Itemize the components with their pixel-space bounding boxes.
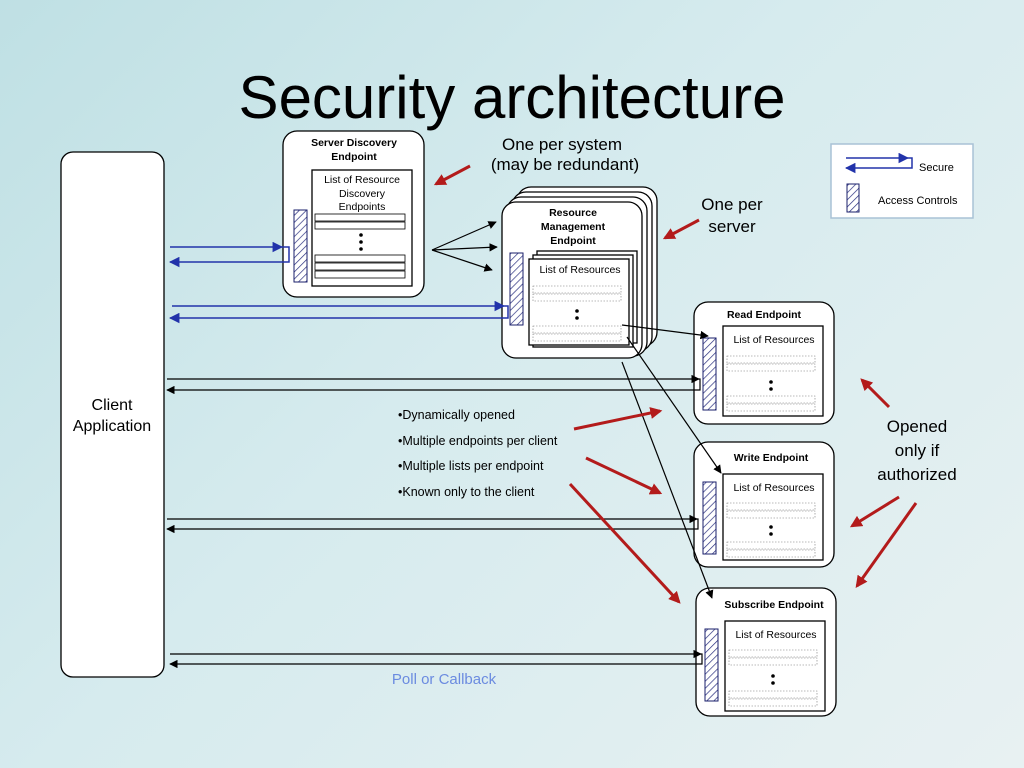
- resource-mgmt-to-endpoints: [621, 324, 722, 599]
- bullet-item: •Dynamically opened: [398, 408, 515, 422]
- write-endpoint-title: Write Endpoint: [734, 452, 809, 464]
- server-discovery-list-line3: Endpoints: [339, 201, 386, 213]
- access-control-icon: [702, 481, 717, 555]
- resource-mgmt-title-line3: Endpoint: [550, 235, 596, 247]
- resource-mgmt-title-line2: Management: [541, 221, 606, 233]
- access-control-icon: [509, 252, 524, 326]
- legend-secure-label: Secure: [919, 162, 954, 174]
- connection-read-endpoint: [166, 374, 701, 395]
- connection-subscribe-endpoint: [169, 649, 703, 669]
- read-endpoint: Read Endpoint List of Resources: [693, 301, 835, 425]
- opened-line1: Opened: [887, 417, 948, 436]
- write-endpoint: Write Endpoint List of Resources: [693, 441, 835, 568]
- server-discovery-title-line1: Server Discovery: [311, 137, 397, 149]
- write-endpoint-list-label: List of Resources: [733, 482, 814, 494]
- subscribe-endpoint: Subscribe Endpoint List of Resources: [695, 587, 837, 717]
- annotation-arrows: [433, 164, 918, 604]
- secure-connection-resource-mgmt: [168, 300, 509, 324]
- secure-connection-discovery: [168, 241, 290, 268]
- client-label-line1: Client: [92, 397, 133, 414]
- page-title: Security architecture: [239, 64, 786, 131]
- access-control-icon: [702, 337, 717, 411]
- opened-line2: only if: [895, 441, 940, 460]
- server-discovery-list-line1: List of Resource: [324, 174, 400, 186]
- client-application: Client Application: [60, 151, 165, 678]
- server-discovery-endpoint: Server Discovery Endpoint List of Resour…: [282, 130, 425, 298]
- one-per-system-line1: One per system: [502, 135, 622, 154]
- client-label-line2: Application: [73, 418, 151, 435]
- bullet-item: •Multiple endpoints per client: [398, 434, 558, 448]
- legend-access-controls-label: Access Controls: [878, 195, 958, 207]
- bullet-item: •Multiple lists per endpoint: [398, 459, 544, 473]
- connection-write-endpoint: [166, 514, 699, 534]
- access-control-icon: [704, 628, 719, 702]
- fanout-arrows: [431, 221, 498, 272]
- access-control-icon: [293, 209, 308, 283]
- poll-callback-label: Poll or Callback: [392, 671, 497, 688]
- resource-mgmt-list-label: List of Resources: [539, 264, 620, 276]
- legend-access-control-icon: [846, 183, 860, 213]
- bullet-item: •Known only to the client: [398, 485, 535, 499]
- one-per-system-line2: (may be redundant): [491, 155, 639, 174]
- one-per-server-line2: server: [708, 217, 756, 236]
- subscribe-endpoint-title: Subscribe Endpoint: [724, 599, 824, 611]
- read-endpoint-list-label: List of Resources: [733, 334, 814, 346]
- server-discovery-list-line2: Discovery: [339, 188, 386, 200]
- read-endpoint-title: Read Endpoint: [727, 309, 802, 321]
- server-discovery-title-line2: Endpoint: [331, 151, 377, 163]
- resource-management-endpoint: Resource Management Endpoint List of Res…: [501, 186, 658, 359]
- one-per-server-line1: One per: [701, 195, 763, 214]
- bullet-list: •Dynamically opened •Multiple endpoints …: [398, 408, 558, 499]
- resource-mgmt-title-line1: Resource: [549, 207, 597, 219]
- subscribe-endpoint-list-label: List of Resources: [735, 629, 816, 641]
- legend: Secure Access Controls: [830, 143, 974, 219]
- opened-line3: authorized: [877, 465, 956, 484]
